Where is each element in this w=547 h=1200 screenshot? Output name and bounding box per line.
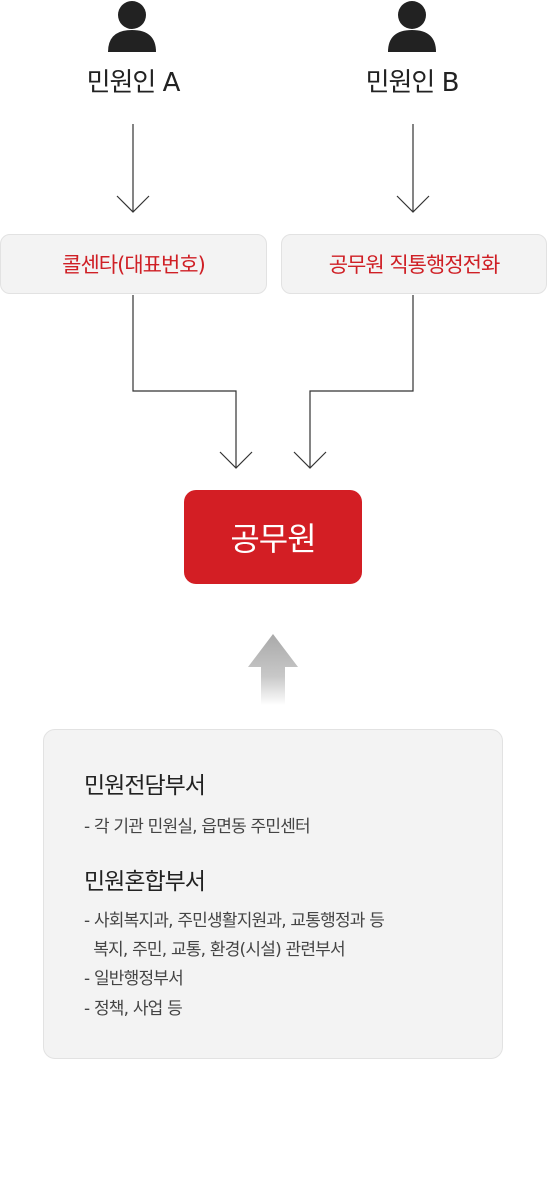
channel-call-center-label: 콜센타(대표번호)	[62, 253, 206, 277]
connector-a-line	[132, 295, 237, 468]
officer-label: 공무원	[230, 520, 316, 558]
up-arrow-icon	[248, 634, 298, 705]
person-b-label: 민원인 B	[365, 68, 460, 98]
arrow-b-head	[396, 195, 430, 213]
channel-call-center: 콜센타(대표번호)	[0, 234, 267, 294]
person-a-icon	[108, 1, 156, 52]
channel-direct-line: 공무원 직통행정전화	[281, 234, 547, 294]
mixed-dept-item: 복지, 주민, 교통, 환경(시설) 관련부서	[84, 940, 345, 960]
connector-b-line	[309, 295, 414, 468]
connector-a-head	[219, 451, 253, 469]
person-b-icon	[388, 1, 436, 52]
arrow-a-head	[116, 195, 150, 213]
officer-box: 공무원	[184, 490, 362, 584]
connector-b-head	[293, 451, 327, 469]
mixed-dept-item: - 사회복지과, 주민생활지원과, 교통행정과 등	[84, 911, 385, 931]
flow-connectors	[116, 124, 430, 705]
mixed-dept-item: - 정책, 사업 등	[84, 999, 183, 1019]
person-a-label: 민원인 A	[86, 68, 181, 98]
dedicated-dept-item: - 각 기관 민원실, 읍면동 주민센터	[84, 817, 311, 837]
mixed-dept-item: - 일반행정부서	[84, 969, 184, 989]
dedicated-dept-title: 민원전담부서	[84, 773, 206, 799]
channel-direct-line-label: 공무원 직통행정전화	[328, 253, 501, 277]
mixed-dept-title: 민원혼합부서	[84, 869, 206, 895]
department-box: 민원전담부서 - 각 기관 민원실, 읍면동 주민센터 민원혼합부서 - 사회복…	[43, 729, 503, 1059]
